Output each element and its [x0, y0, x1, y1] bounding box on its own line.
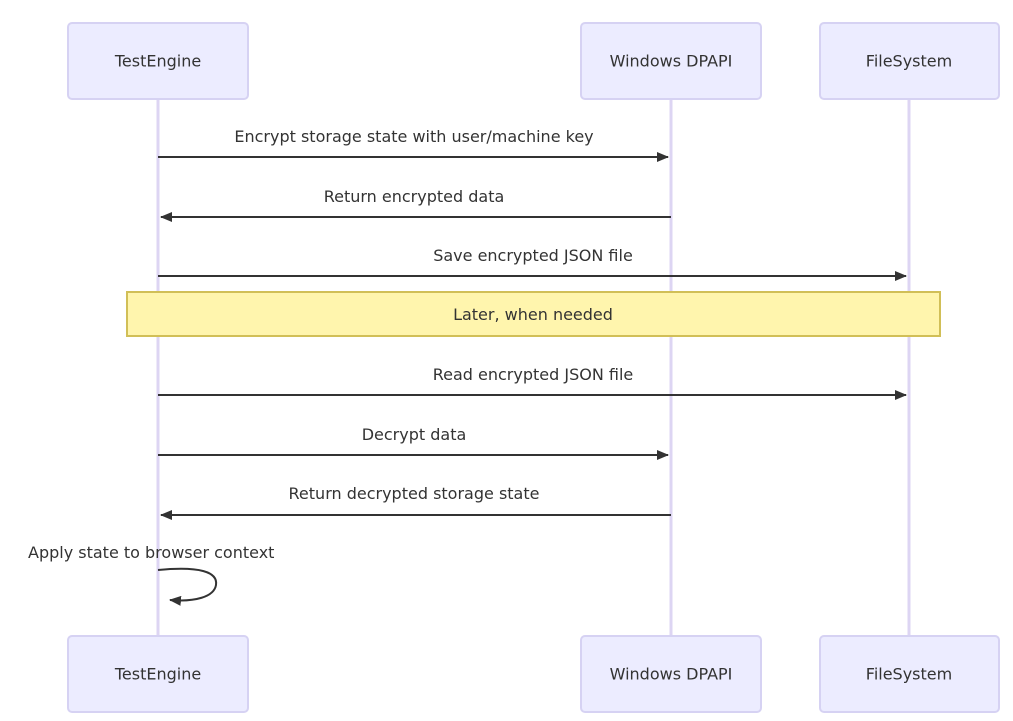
- actor-label-filesystem-bottom: FileSystem: [866, 665, 952, 684]
- actor-rect[interactable]: [580, 22, 762, 100]
- message-3[interactable]: Save encrypted JSON file: [158, 246, 907, 281]
- message-3-label: Save encrypted JSON file: [433, 246, 633, 265]
- actor-box-bottom-dpapi[interactable]: Windows DPAPI: [580, 635, 762, 713]
- actor-rect[interactable]: [67, 22, 249, 100]
- message-6[interactable]: Return decrypted storage state: [160, 484, 671, 520]
- message-5-label: Decrypt data: [362, 425, 467, 444]
- actor-box-bottom-testengine[interactable]: TestEngine: [67, 635, 249, 713]
- actor-label-testengine-bottom: TestEngine: [114, 665, 201, 684]
- actor-label-dpapi-bottom: Windows DPAPI: [610, 665, 733, 684]
- actor-box-top-filesystem[interactable]: FileSystem: [819, 22, 1000, 100]
- lifelines: [156, 99, 911, 636]
- message-7-label: Apply state to browser context: [28, 543, 274, 562]
- actor-label-filesystem-top: FileSystem: [866, 52, 952, 71]
- message-4-label: Read encrypted JSON file: [433, 365, 634, 384]
- actor-box-top-testengine[interactable]: TestEngine: [67, 22, 249, 100]
- actor-label-dpapi-top: Windows DPAPI: [610, 52, 733, 71]
- actor-rect[interactable]: [819, 22, 1000, 100]
- note-rect: [126, 291, 941, 337]
- actor-box-top-dpapi[interactable]: Windows DPAPI: [580, 22, 762, 100]
- message-7-self-loop[interactable]: Apply state to browser context: [28, 543, 274, 606]
- actor-rect[interactable]: [580, 635, 762, 713]
- note-label: Later, when needed: [453, 305, 613, 324]
- actor-rect[interactable]: [67, 635, 249, 713]
- message-2[interactable]: Return encrypted data: [160, 187, 671, 222]
- actor-rect[interactable]: [819, 635, 1000, 713]
- message-1-label: Encrypt storage state with user/machine …: [234, 127, 593, 146]
- note-later-when-needed: Later, when needed: [126, 291, 941, 337]
- message-2-label: Return encrypted data: [324, 187, 505, 206]
- message-1[interactable]: Encrypt storage state with user/machine …: [158, 127, 669, 162]
- message-4[interactable]: Read encrypted JSON file: [158, 365, 907, 400]
- actor-label-testengine-top: TestEngine: [114, 52, 201, 71]
- message-5[interactable]: Decrypt data: [158, 425, 669, 460]
- message-6-label: Return decrypted storage state: [289, 484, 540, 503]
- message-7-arrow: [157, 567, 218, 606]
- actor-box-bottom-filesystem[interactable]: FileSystem: [819, 635, 1000, 713]
